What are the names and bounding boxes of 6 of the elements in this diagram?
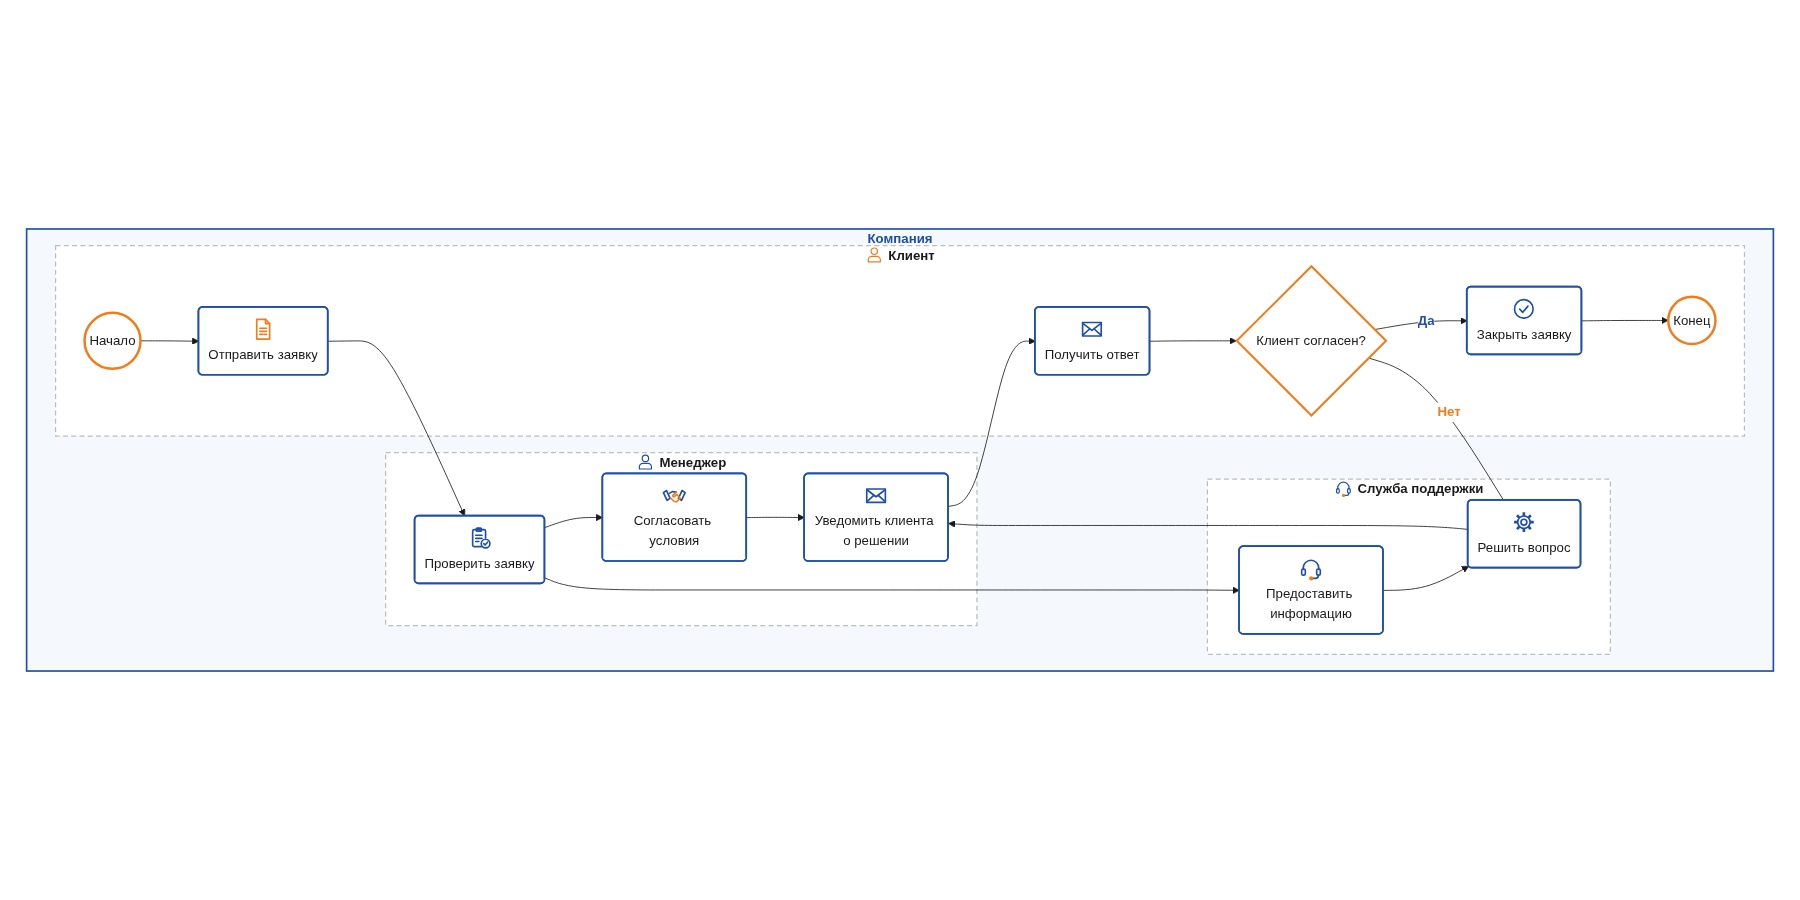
edge-label: Да	[1417, 313, 1435, 328]
node-diamond: Клиент согласен?	[1235, 264, 1388, 417]
connector	[1368, 357, 1504, 501]
node-circle: Начало	[83, 311, 142, 371]
node-circle: Конец	[1667, 295, 1717, 346]
edge-label: Нет	[1437, 404, 1461, 419]
